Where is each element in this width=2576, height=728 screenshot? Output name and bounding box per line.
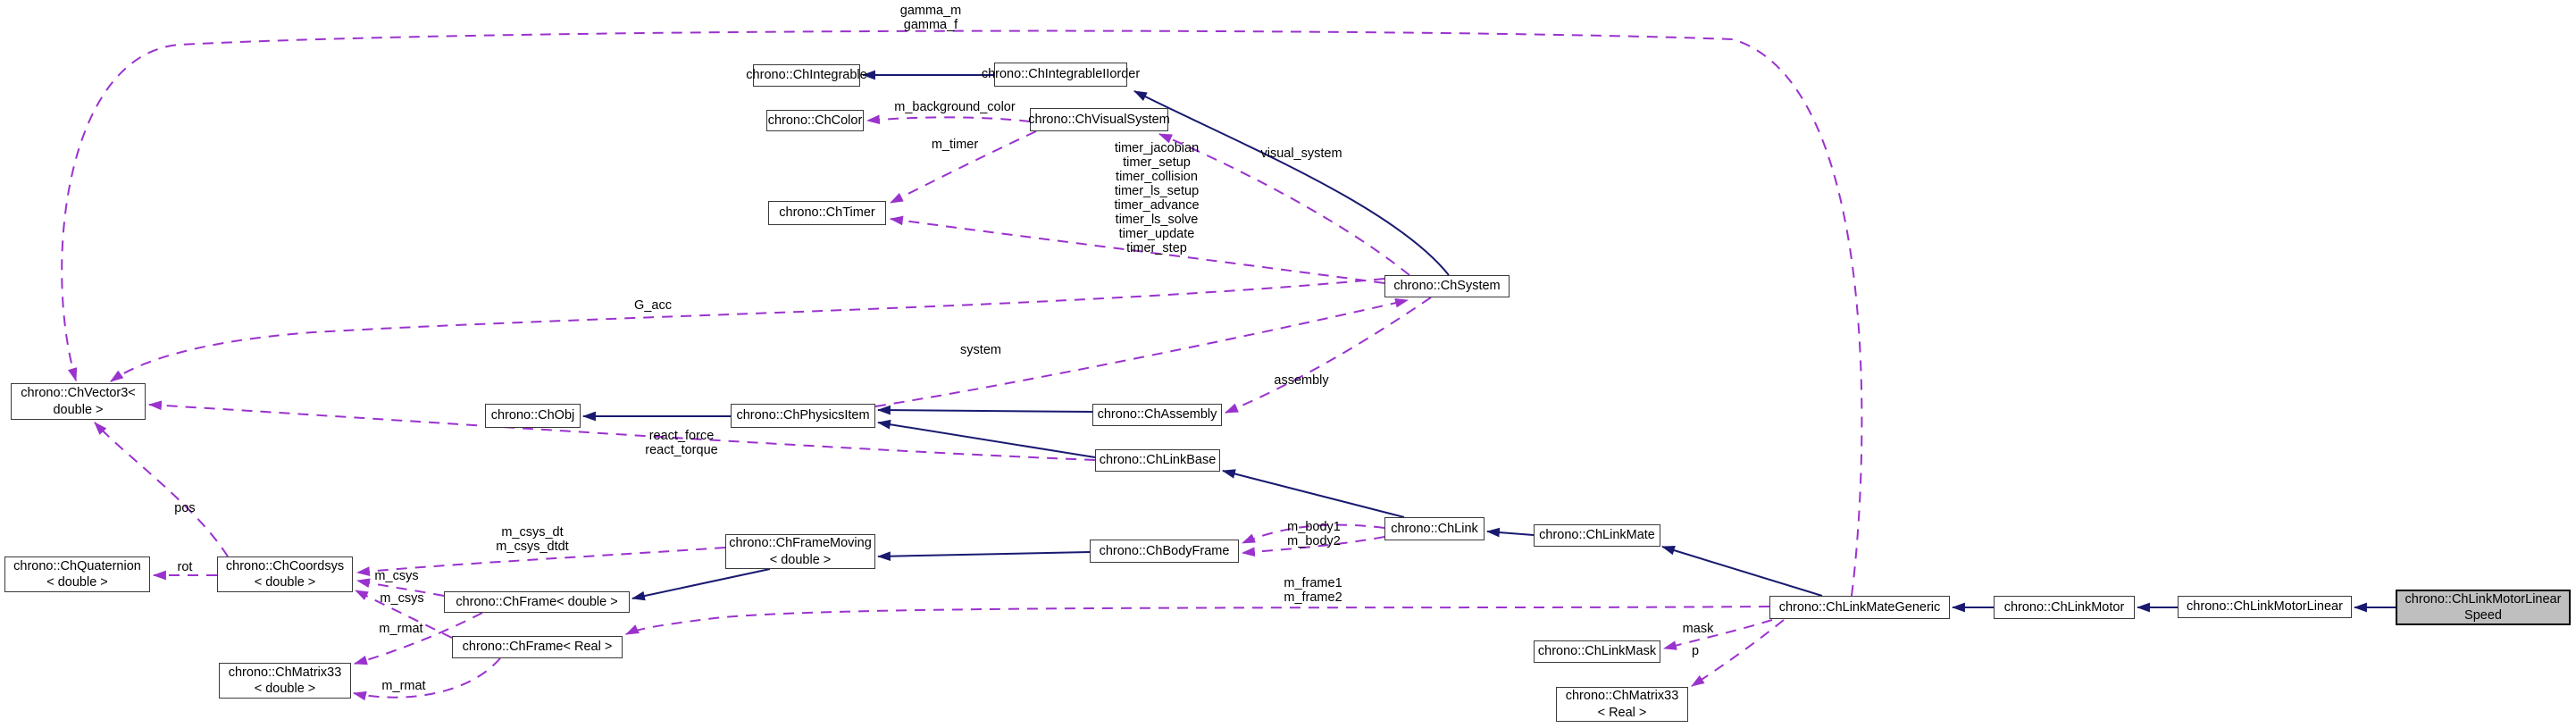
node-chcolor[interactable]: chrono::ChColor — [766, 110, 864, 131]
node-chlinkmask[interactable]: chrono::ChLinkMask — [1534, 640, 1660, 663]
node-chvector3-double[interactable]: chrono::ChVector3< double > — [11, 383, 146, 420]
edge-inh-mategeneric-linkmate — [1660, 545, 1823, 597]
node-chtimer[interactable]: chrono::ChTimer — [768, 201, 886, 225]
node-chlinkbase[interactable]: chrono::ChLinkBase — [1095, 449, 1220, 472]
node-chlinkmategeneric[interactable]: chrono::ChLinkMateGeneric — [1769, 596, 1950, 619]
node-chmatrix33-real[interactable]: chrono::ChMatrix33 < Real > — [1556, 687, 1688, 722]
edge-inh-bodyframe-framemoving — [876, 551, 1091, 562]
node-chframemoving-double[interactable]: chrono::ChFrameMoving < double > — [725, 534, 875, 569]
edge-use-react — [147, 400, 1096, 461]
edge-use-m-timer — [890, 130, 1037, 204]
node-chlinkmotor[interactable]: chrono::ChLinkMotor — [1994, 596, 2135, 619]
edge-use-m-frame — [625, 606, 1770, 635]
edge-use-mask — [1662, 619, 1773, 650]
edge-use-g-acc — [110, 278, 1385, 382]
edge-inh-link-linkbase — [1221, 469, 1405, 518]
edge-inh-linkbase-physicsitem — [876, 419, 1096, 458]
edge-use-system — [874, 297, 1409, 407]
node-chvisualsystem[interactable]: chrono::ChVisualSystem — [1028, 108, 1170, 131]
node-chframe-real[interactable]: chrono::ChFrame< Real > — [452, 636, 623, 658]
node-chmatrix33-double[interactable]: chrono::ChMatrix33 < double > — [219, 663, 351, 699]
edge-use-p — [1691, 619, 1785, 687]
edge-inh-framemoving-frame-double — [631, 568, 771, 601]
edge-inh-linkmate-link — [1485, 527, 1535, 538]
edge-use-m-body-2 — [1241, 536, 1385, 557]
edge-inh-assembly-physicsitem — [876, 405, 1093, 415]
node-chphysicsitem[interactable]: chrono::ChPhysicsItem — [731, 404, 875, 428]
edge-use-background-color — [866, 114, 1031, 125]
edge-use-pos — [94, 422, 229, 557]
node-chsystem[interactable]: chrono::ChSystem — [1384, 275, 1510, 297]
edge-use-visual-system — [1158, 133, 1410, 276]
node-chlinkmotorlinearspeed: chrono::ChLinkMotorLinear Speed — [2396, 590, 2571, 625]
edge-use-timers — [889, 215, 1385, 284]
edge-use-m-rmat-b — [352, 657, 501, 701]
node-chintegrableiiorder[interactable]: chrono::ChIntegrableIIorder — [982, 63, 1140, 87]
edge-use-assembly — [1225, 297, 1432, 414]
node-chcoordsys-double[interactable]: chrono::ChCoordsys < double > — [217, 556, 353, 592]
edge-use-gamma — [61, 29, 1863, 597]
edge-use-m-csys-b — [355, 590, 453, 639]
node-chintegrable[interactable]: chrono::ChIntegrable — [746, 64, 867, 87]
node-chobj[interactable]: chrono::ChObj — [485, 404, 581, 428]
node-chlinkmate[interactable]: chrono::ChLinkMate — [1534, 524, 1660, 547]
edge-use-m-csys-dt — [355, 547, 726, 576]
edge-use-m-body-1 — [1242, 523, 1385, 544]
node-chquaternion-double[interactable]: chrono::ChQuaternion < double > — [4, 556, 150, 592]
node-chframe-double[interactable]: chrono::ChFrame< double > — [444, 591, 630, 613]
edge-use-m-csys-a — [355, 578, 445, 597]
node-chbodyframe[interactable]: chrono::ChBodyFrame — [1090, 540, 1239, 563]
node-chlink[interactable]: chrono::ChLink — [1384, 517, 1485, 540]
node-chlinkmotorlinear[interactable]: chrono::ChLinkMotorLinear — [2178, 596, 2352, 618]
node-chassembly[interactable]: chrono::ChAssembly — [1092, 404, 1222, 426]
edge-inh-chsystem-iiorder — [1133, 90, 1450, 276]
